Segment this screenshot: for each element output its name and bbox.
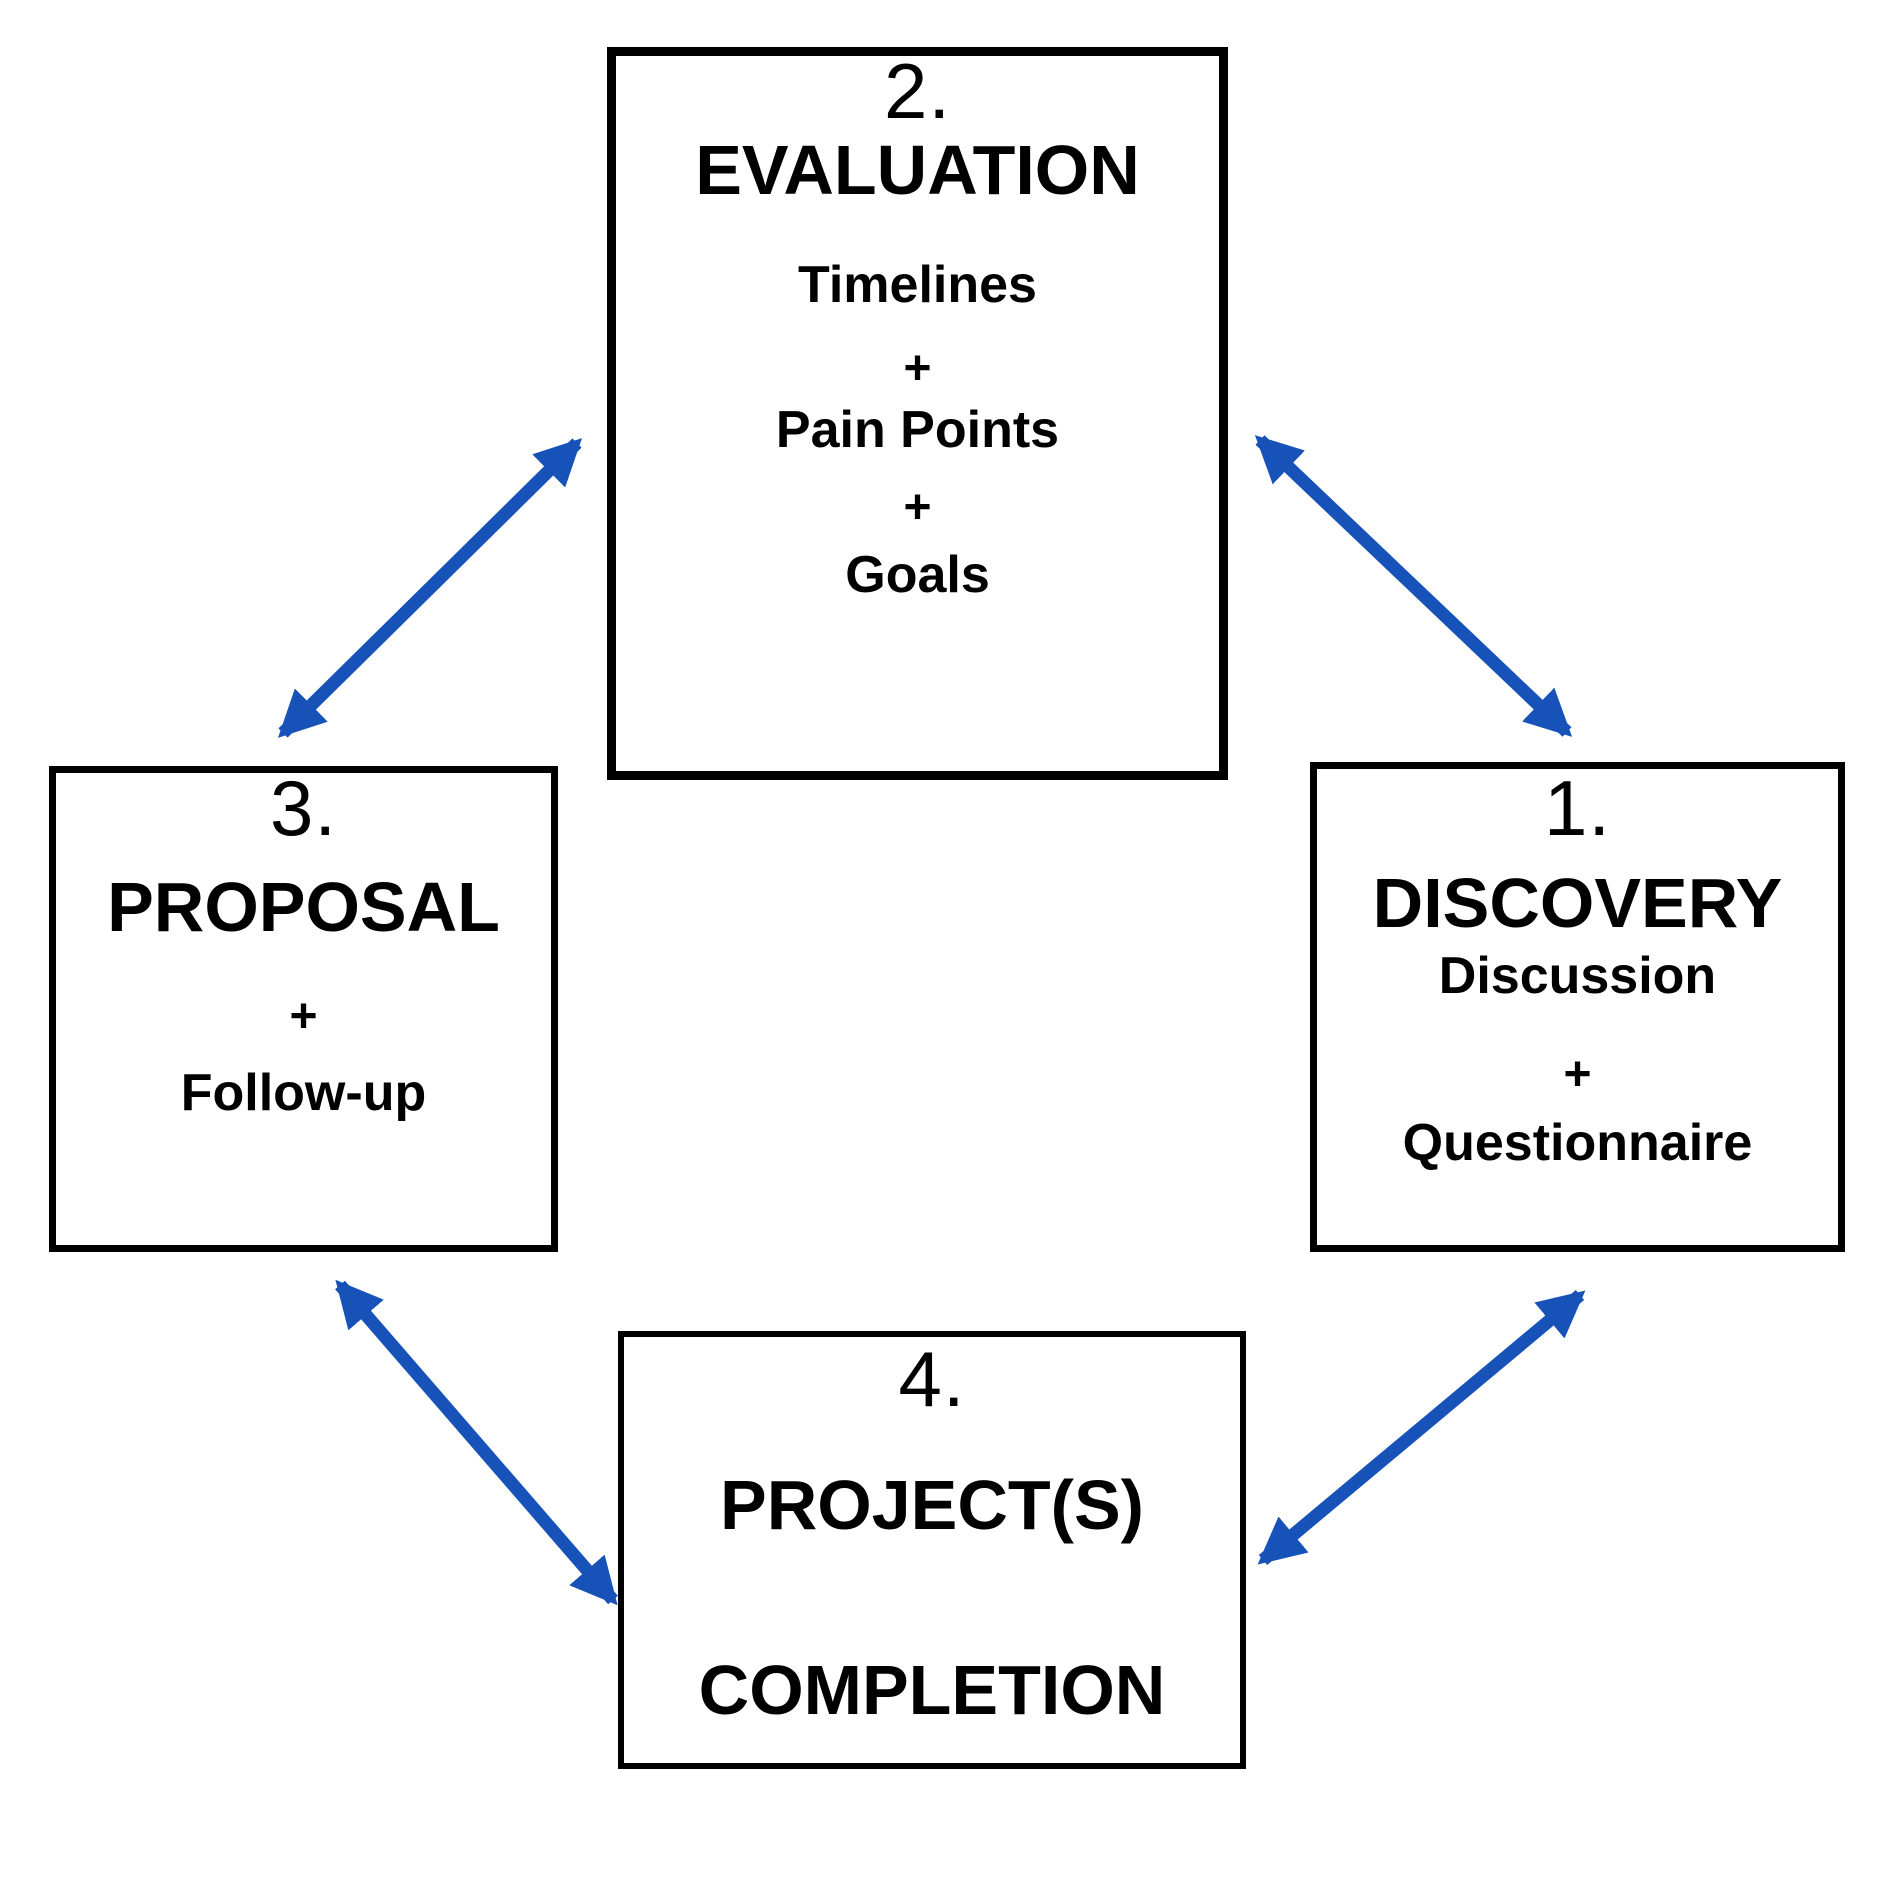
double-arrow-completion-proposal <box>335 1279 618 1606</box>
plus-sign: + <box>903 342 932 395</box>
step-title: DISCOVERY <box>1372 864 1783 942</box>
step-number: 3. <box>269 764 338 852</box>
step-item: Questionnaire <box>1402 1114 1753 1172</box>
step-title: PROPOSAL <box>107 868 500 946</box>
step-number: 2. <box>883 47 952 135</box>
plus-sign: + <box>903 481 932 534</box>
step-number: 1. <box>1543 764 1612 852</box>
step-title: EVALUATION <box>695 131 1140 209</box>
double-arrow-proposal-evaluation <box>278 438 582 738</box>
double-arrow-discovery-completion <box>1257 1290 1586 1565</box>
step-item: Pain Points <box>775 401 1060 459</box>
step-box-discovery: 1. DISCOVERY Discussion + Questionnaire <box>1310 762 1845 1252</box>
plus-sign: + <box>1563 1048 1592 1101</box>
step-title: PROJECT(S) <box>720 1466 1144 1544</box>
double-arrow-evaluation-discovery <box>1254 435 1573 737</box>
plus-sign: + <box>289 990 318 1043</box>
step-item: Discussion <box>1438 947 1717 1005</box>
step-box-evaluation: 2. EVALUATION Timelines + Pain Points + … <box>607 47 1228 780</box>
step-title-line2: COMPLETION <box>698 1651 1166 1729</box>
step-item: Timelines <box>798 256 1037 314</box>
step-number: 4. <box>898 1335 966 1423</box>
step-item: Goals <box>845 546 990 604</box>
step-box-completion: 4. PROJECT(S) COMPLETION <box>618 1331 1246 1769</box>
step-box-proposal: 3. PROPOSAL + Follow-up <box>49 766 558 1252</box>
step-item: Follow-up <box>180 1064 427 1122</box>
